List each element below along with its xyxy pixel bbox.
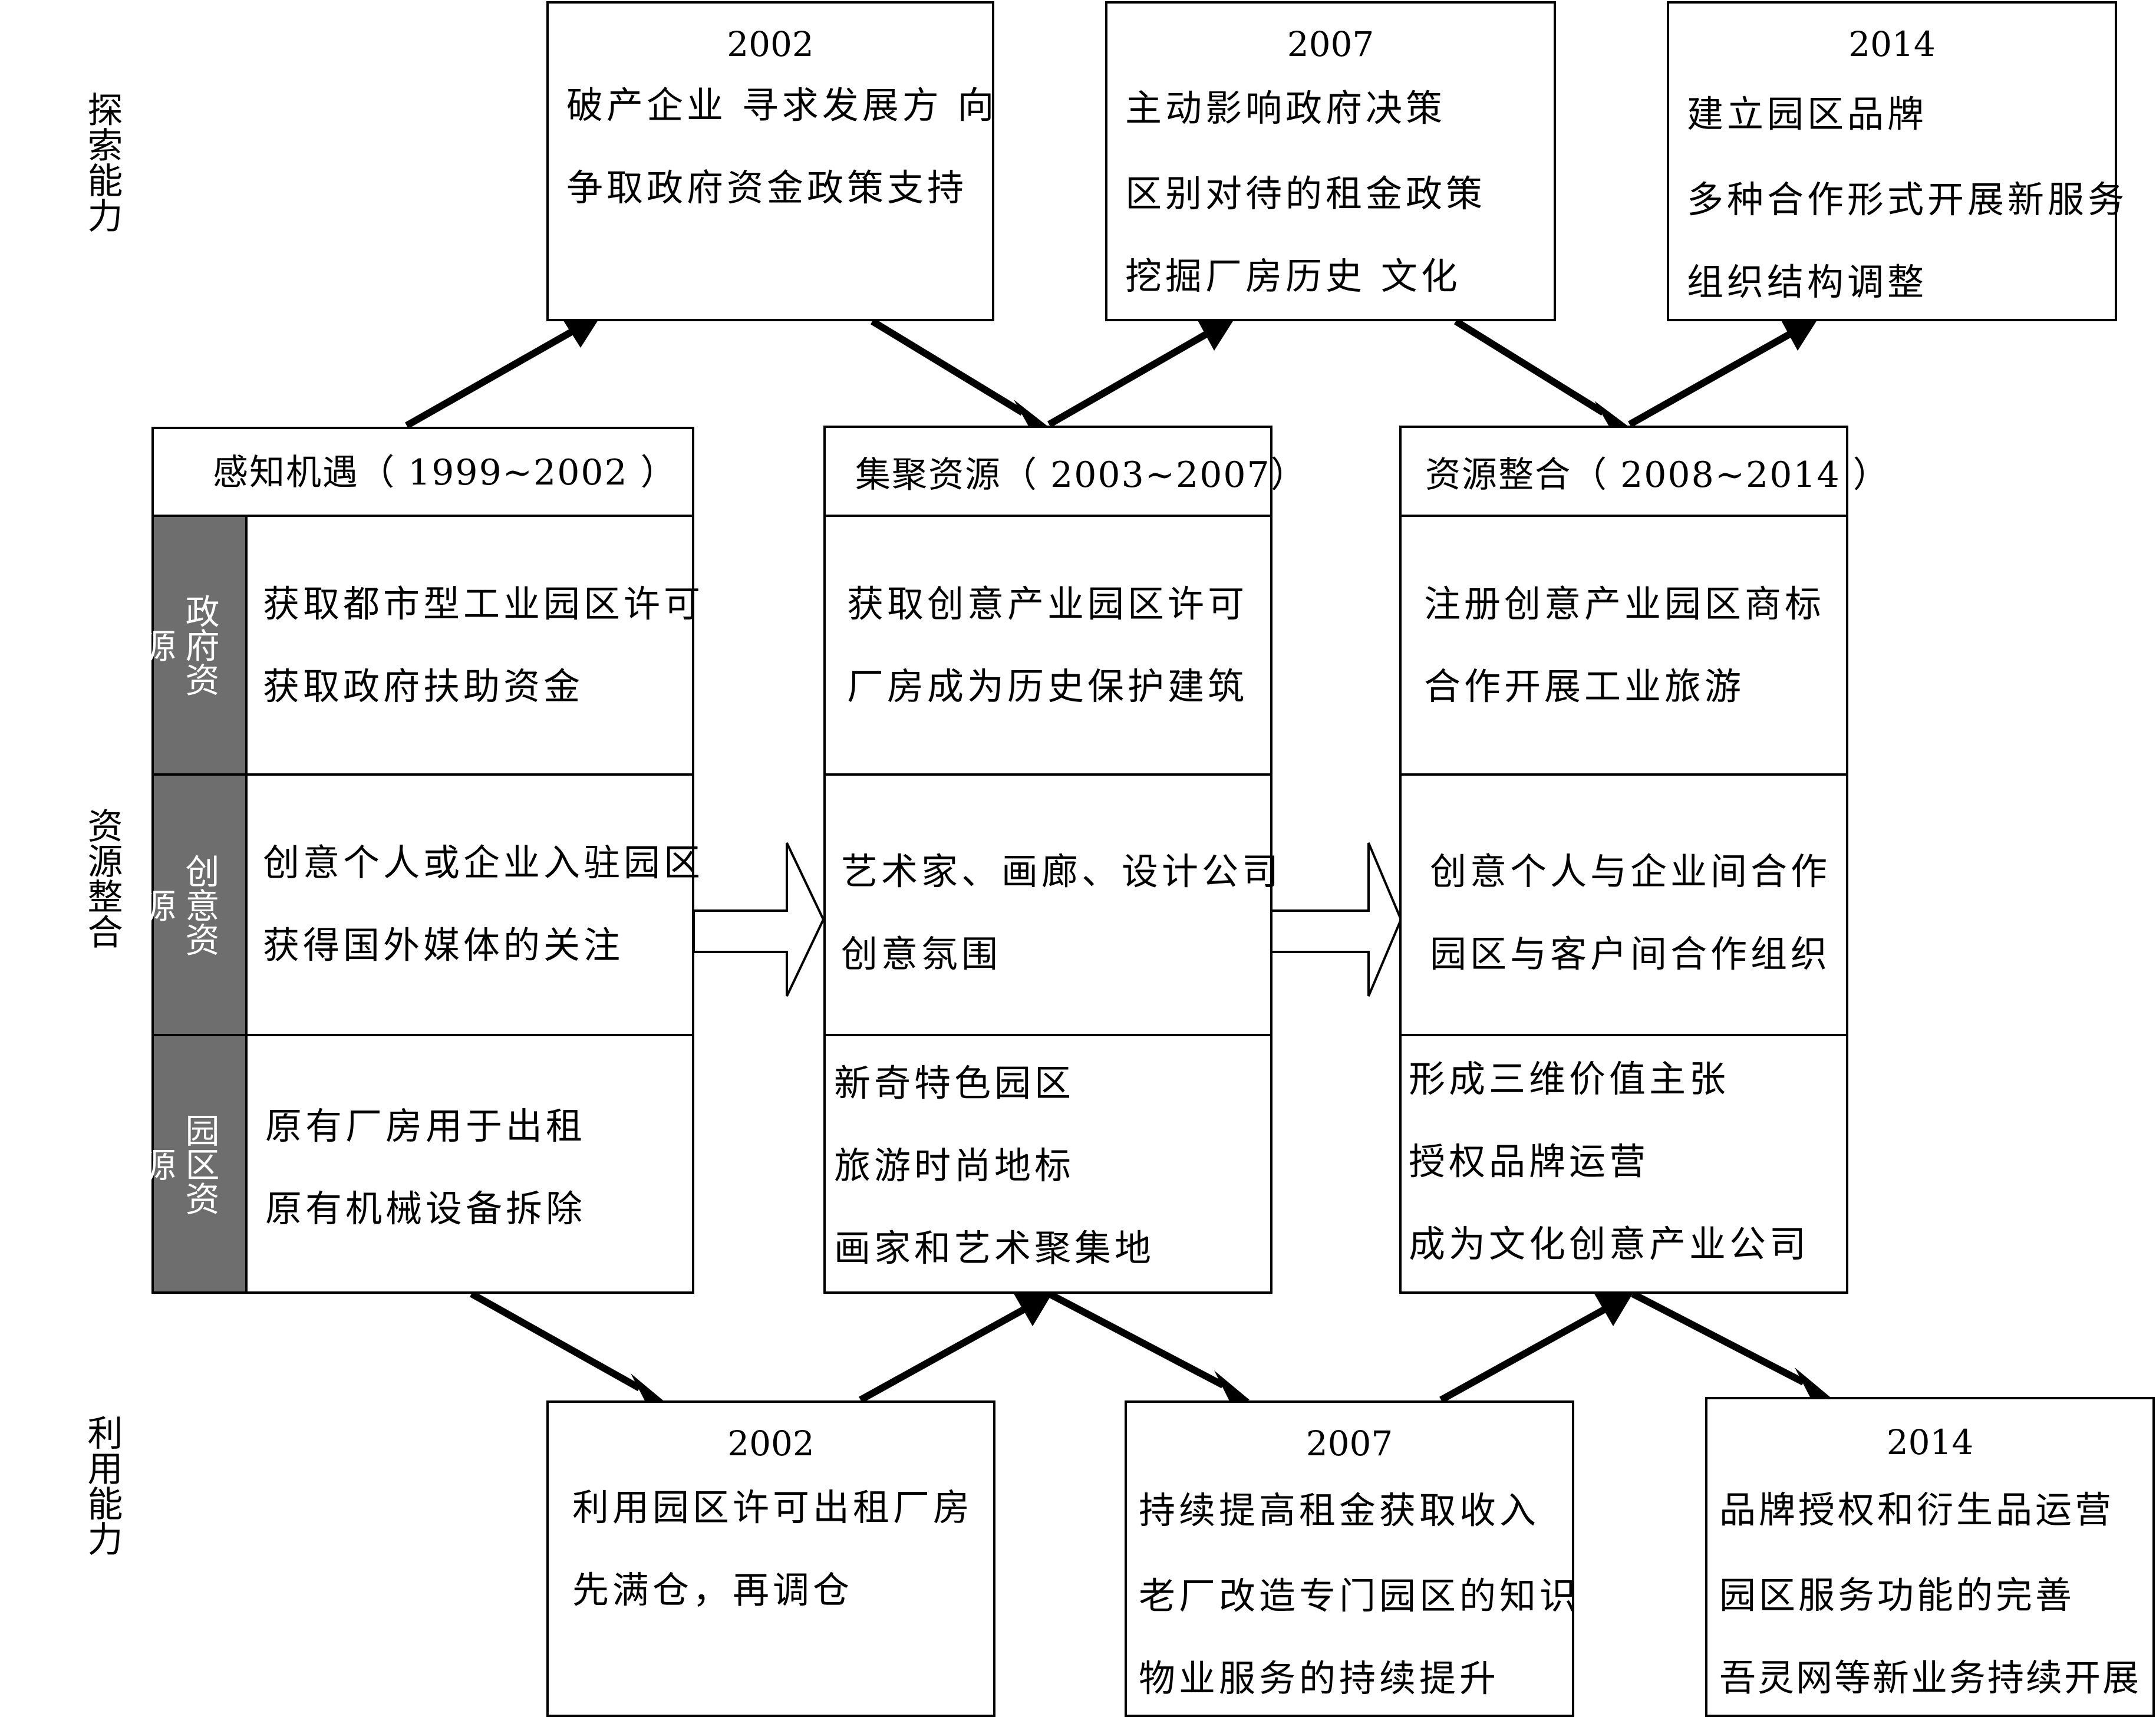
bottom-box-line: 持续提高租金获取收入 (1139, 1489, 1540, 1532)
top-box-2014: 2014 建立园区品牌 多种合作形式开展新服务 组织结构调整 (1667, 1, 2124, 321)
stage2-creative-line: 艺术家、画廊、设计公司 (841, 850, 1283, 893)
top-box-line: 挖掘厂房历史 文化 (1125, 255, 1461, 298)
row-label-gov: 政府资源 (136, 515, 248, 776)
block-arrows (693, 842, 1403, 997)
row-label-creative: 创意资源 (136, 773, 248, 1036)
stage3-creative-cell: 创意个人与企业间合作 园区与客户间合作组织 (1399, 773, 1848, 1036)
stage3-gov-cell: 注册创意产业园区商标 合作开展工业旅游 (1399, 515, 1848, 776)
arrow-stage2-to-top2007 (1047, 329, 1210, 428)
stage3-header: 资源整合（ 2008~2014 ） (1399, 426, 1888, 517)
stage3-park-line: 授权品牌运营 (1409, 1140, 1650, 1183)
stage3-title: 资源整合（ 2008~2014 ） (1425, 454, 1890, 496)
bottom-box-line: 利用园区许可出租厂房 (572, 1486, 974, 1529)
stage3-creative-line: 园区与客户间合作组织 (1430, 932, 1831, 976)
stage3-gov-line: 注册创意产业园区商标 (1424, 582, 1825, 625)
stage1-gov-cell: 获取都市型工业园区许可 获取政府扶助资金 (245, 515, 700, 776)
stage1-creative-line: 获得国外媒体的关注 (263, 924, 624, 967)
top-box-2002: 2002 破产企业 寻求发展方 向 争取政府资金政策支持 (546, 1, 994, 321)
top-box-line: 区别对待的租金政策 (1125, 172, 1486, 215)
top-box-line: 建立园区品牌 (1687, 93, 1928, 136)
arrow-bottom2007-to-stage3 (1439, 1305, 1608, 1403)
bottom-box-line: 品牌授权和衍生品运营 (1719, 1488, 2115, 1531)
stage2-gov-cell: 获取创意产业园区许可 厂房成为历史保护建筑 (823, 515, 1272, 776)
stage3-park-line: 形成三维价值主张 (1409, 1057, 1730, 1100)
block-arrow-stage2-to-stage3 (1270, 842, 1403, 997)
arrow-top2007-to-stage3 (1453, 318, 1606, 416)
stage1-gov-line: 获取政府扶助资金 (263, 665, 584, 708)
stage2-park-line: 画家和艺术聚集地 (834, 1227, 1155, 1270)
top-box-year: 2007 (1287, 24, 1374, 64)
top-box-line: 破产企业 寻求发展方 向 (566, 84, 998, 127)
bottom-box-line: 吾灵网等新业务持续开展 (1719, 1656, 2141, 1699)
top-box-2007: 2007 主动影响政府决策 区别对待的租金政策 挖掘厂房历史 文化 (1105, 1, 1556, 321)
arrow-stage3-to-bottom2014 (1631, 1290, 1805, 1386)
bottom-box-line: 园区服务功能的完善 (1719, 1574, 2075, 1617)
bottom-box-year: 2002 (727, 1423, 815, 1464)
top-box-line: 争取政府资金政策支持 (566, 166, 968, 209)
top-box-year: 2002 (727, 24, 814, 64)
stage2-gov-line: 厂房成为历史保护建筑 (847, 665, 1248, 708)
stage1-title: 感知机遇（ 1999~2002 ） (213, 452, 677, 493)
stage1-header: 感知机遇（ 1999~2002 ） (151, 427, 694, 517)
stage1-park-line: 原有机械设备拆除 (265, 1187, 586, 1230)
bottom-box-year: 2007 (1306, 1423, 1393, 1464)
stage2-park-cell: 新奇特色园区 旅游时尚地标 画家和艺术聚集地 (823, 1034, 1272, 1294)
bottom-box-2007: 2007 持续提高租金获取收入 老厂改造专门园区的知识 物业服务的持续提升 (1125, 1400, 1576, 1717)
arrow-bottom2002-to-stage2 (859, 1305, 1027, 1403)
side-label-exploit: 利用能力 (81, 1415, 123, 1556)
top-box-line: 多种合作形式开展新服务 (1687, 178, 2128, 221)
stage1-gov-line: 获取都市型工业园区许可 (263, 582, 704, 625)
side-label-explore: 探索能力 (81, 91, 123, 233)
stage2-creative-line: 创意氛围 (841, 932, 1002, 976)
bottom-box-line: 老厂改造专门园区的知识 (1139, 1574, 1580, 1617)
top-box-year: 2014 (1848, 24, 1936, 64)
stage2-park-line: 新奇特色园区 (834, 1062, 1075, 1105)
bottom-box-2014: 2014 品牌授权和衍生品运营 园区服务功能的完善 吾灵网等新业务持续开展 (1705, 1397, 2155, 1717)
stage1-creative-line: 创意个人或企业入驻园区 (263, 841, 704, 884)
stage3-park-cell: 形成三维价值主张 授权品牌运营 成为文化创意产业公司 (1399, 1034, 1848, 1294)
stage2-gov-line: 获取创意产业园区许可 (847, 582, 1248, 625)
stage2-creative-cell: 艺术家、画廊、设计公司 创意氛围 (823, 773, 1278, 1036)
row-label-park-text: 园区资源 (136, 1112, 220, 1215)
arrow-stage2-to-bottom2007 (1047, 1290, 1225, 1389)
bottom-box-year: 2014 (1886, 1422, 1974, 1462)
stage3-creative-line: 创意个人与企业间合作 (1430, 850, 1831, 893)
stage1-park-cell: 原有厂房用于出租 原有机械设备拆除 (245, 1034, 694, 1294)
stage1-creative-cell: 创意个人或企业入驻园区 获得国外媒体的关注 (245, 773, 700, 1036)
stage3-gov-line: 合作开展工业旅游 (1424, 665, 1745, 708)
stage3-park-line: 成为文化创意产业公司 (1409, 1222, 1810, 1265)
arrow-stage3-to-top2014 (1628, 329, 1794, 428)
stage2-title: 集聚资源（ 2003~2007） (855, 454, 1307, 496)
row-label-park: 园区资源 (136, 1034, 248, 1294)
stage2-park-line: 旅游时尚地标 (834, 1144, 1075, 1187)
arrow-stage1-to-top2002 (405, 327, 576, 429)
block-arrow-stage1-to-stage2 (693, 842, 825, 997)
bottom-box-line: 物业服务的持续提升 (1139, 1657, 1500, 1700)
top-box-line: 组织结构调整 (1687, 261, 1928, 304)
arrow-top2002-to-stage2 (870, 318, 1025, 416)
bottom-box-line: 先满仓，再调仓 (572, 1568, 853, 1611)
row-label-creative-text: 创意资源 (136, 853, 220, 956)
arrow-stage1-to-bottom2002 (470, 1290, 641, 1392)
side-label-integrate: 资源整合 (81, 808, 123, 949)
stage1-park-line: 原有厂房用于出租 (265, 1105, 586, 1148)
row-label-gov-text: 政府资源 (136, 594, 220, 697)
diagonal-arrows (405, 315, 1830, 1408)
top-box-line: 主动影响政府决策 (1125, 87, 1446, 130)
bottom-box-2002: 2002 利用园区许可出租厂房 先满仓，再调仓 (546, 1400, 995, 1717)
stage2-header: 集聚资源（ 2003~2007） (823, 426, 1306, 517)
